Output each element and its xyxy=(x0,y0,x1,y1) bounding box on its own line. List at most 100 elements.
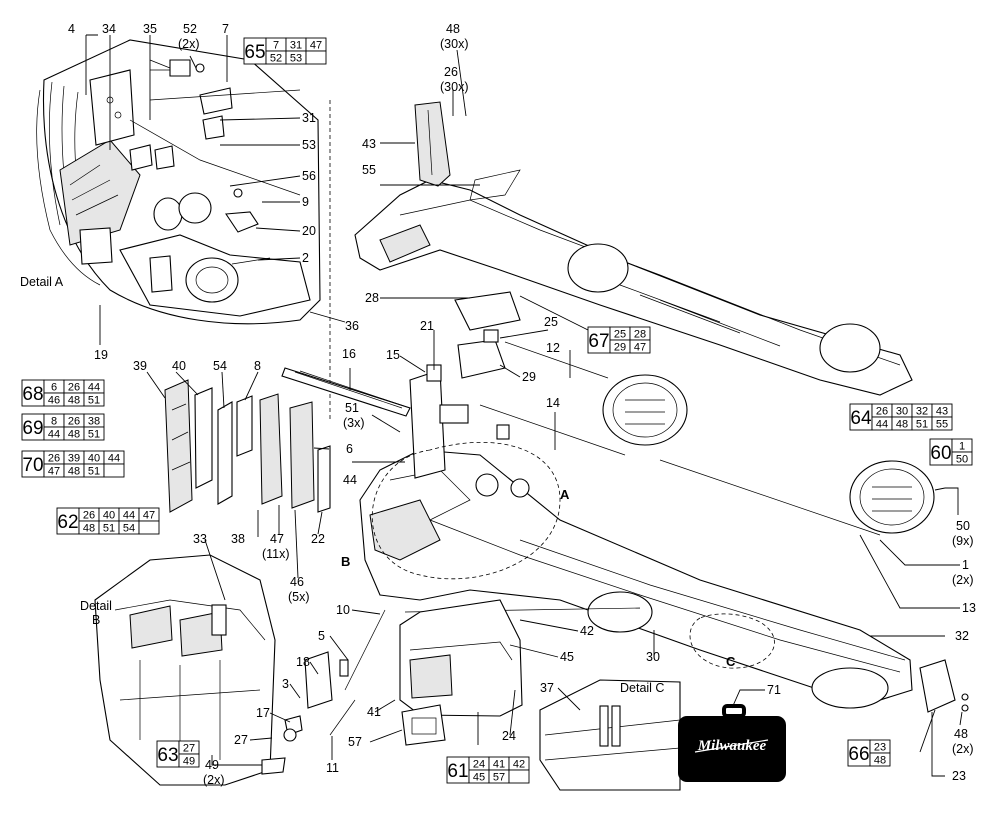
kit-part-number: 27 xyxy=(183,743,195,755)
callout-17: 17 xyxy=(256,706,270,720)
callout-21: 21 xyxy=(420,319,434,333)
callout-labels: 4 34 35 52 (2x) 7 48 (30x) 26 (30x) 31 5… xyxy=(20,22,976,787)
upper-arm-assembly xyxy=(354,101,913,396)
kit-part-number: 31 xyxy=(290,40,302,52)
kit-part-number: 45 xyxy=(473,772,485,784)
callout-4: 4 xyxy=(68,22,75,36)
leader-lines xyxy=(85,34,963,777)
kit-part-number: 44 xyxy=(108,453,120,465)
callout-23: 23 xyxy=(952,769,966,783)
kit-part-number: 1 xyxy=(959,441,965,453)
kit-part-number: 44 xyxy=(88,382,100,394)
kit-number: 64 xyxy=(850,408,872,429)
kit-part-number: 48 xyxy=(83,523,95,535)
callout-49-qty: (2x) xyxy=(203,773,225,787)
callout-22: 22 xyxy=(311,532,325,546)
callout-33: 33 xyxy=(193,532,207,546)
callout-24: 24 xyxy=(502,729,516,743)
carrying-case xyxy=(678,704,786,782)
callout-45: 45 xyxy=(560,650,574,664)
callout-49: 49 xyxy=(205,758,219,772)
kit-part-number: 6 xyxy=(51,382,57,394)
callout-48b: 48 xyxy=(954,727,968,741)
callout-detail-a: Detail A xyxy=(20,275,64,289)
kit-part-number: 7 xyxy=(273,40,279,52)
callout-31: 31 xyxy=(302,111,316,125)
kit-part-number: 47 xyxy=(48,466,60,478)
kit-part-number: 55 xyxy=(936,419,948,431)
callout-48: 48 xyxy=(446,22,460,36)
detail-c-circle xyxy=(689,613,775,669)
kit-part-number: 8 xyxy=(51,416,57,428)
callout-2: 2 xyxy=(302,251,309,265)
callout-37: 37 xyxy=(540,681,554,695)
callout-27: 27 xyxy=(234,733,248,747)
kit-part-number: 43 xyxy=(936,406,948,418)
callout-29: 29 xyxy=(522,370,536,384)
callout-28: 28 xyxy=(365,291,379,305)
kit-part-number: 49 xyxy=(183,756,195,768)
milwaukee-logo: Milwaukee xyxy=(697,738,767,754)
callout-39: 39 xyxy=(133,359,147,373)
kit-cell xyxy=(138,520,160,535)
kit-part-number: 53 xyxy=(290,53,302,65)
kit-part-number: 44 xyxy=(123,510,135,522)
callout-15: 15 xyxy=(386,348,400,362)
callout-20: 20 xyxy=(302,224,316,238)
plate-stack xyxy=(164,379,331,513)
kit-part-number: 47 xyxy=(143,510,155,522)
kit-part-number: 28 xyxy=(634,329,646,341)
callout-a: A xyxy=(560,487,570,502)
kit-part-number: 48 xyxy=(68,429,80,441)
callout-32: 32 xyxy=(955,629,969,643)
callout-c: C xyxy=(726,654,736,669)
callout-48-qty: (30x) xyxy=(440,37,468,51)
callout-18: 18 xyxy=(296,655,310,669)
kit-part-number: 47 xyxy=(634,342,646,354)
kit-part-number: 23 xyxy=(874,742,886,754)
callout-40: 40 xyxy=(172,359,186,373)
callout-26-qty: (30x) xyxy=(440,80,468,94)
callout-5: 5 xyxy=(318,629,325,643)
callout-51: 51 xyxy=(345,401,359,415)
callout-8: 8 xyxy=(254,359,261,373)
kit-part-number: 48 xyxy=(68,395,80,407)
kit-number: 69 xyxy=(22,418,43,439)
kit-part-number: 42 xyxy=(513,759,525,771)
kit-part-number: 44 xyxy=(48,429,60,441)
kit-number: 68 xyxy=(22,384,43,405)
kit-part-number: 40 xyxy=(103,510,115,522)
callout-11: 11 xyxy=(326,761,339,775)
callout-13: 13 xyxy=(962,601,976,615)
kit-part-number: 29 xyxy=(614,342,626,354)
callout-26: 26 xyxy=(444,65,458,79)
kit-part-number: 48 xyxy=(68,466,80,478)
kit-part-number: 30 xyxy=(896,406,908,418)
callout-16: 16 xyxy=(342,347,356,361)
callout-55: 55 xyxy=(362,163,376,177)
callout-detail-b-1: Detail xyxy=(80,599,112,613)
callout-35: 35 xyxy=(143,22,157,36)
callout-50: 50 xyxy=(956,519,970,533)
callout-56: 56 xyxy=(302,169,316,183)
kit-number: 70 xyxy=(22,455,43,476)
callout-52-qty: (2x) xyxy=(178,37,200,51)
callout-25: 25 xyxy=(544,315,558,329)
kit-part-number: 40 xyxy=(88,453,100,465)
kit-part-number: 25 xyxy=(614,329,626,341)
callout-3: 3 xyxy=(282,677,289,691)
kit-part-number: 46 xyxy=(48,395,60,407)
kit-part-number: 26 xyxy=(48,453,60,465)
kit-cell xyxy=(629,339,651,354)
callout-43: 43 xyxy=(362,137,376,151)
rod-13 xyxy=(659,459,881,536)
